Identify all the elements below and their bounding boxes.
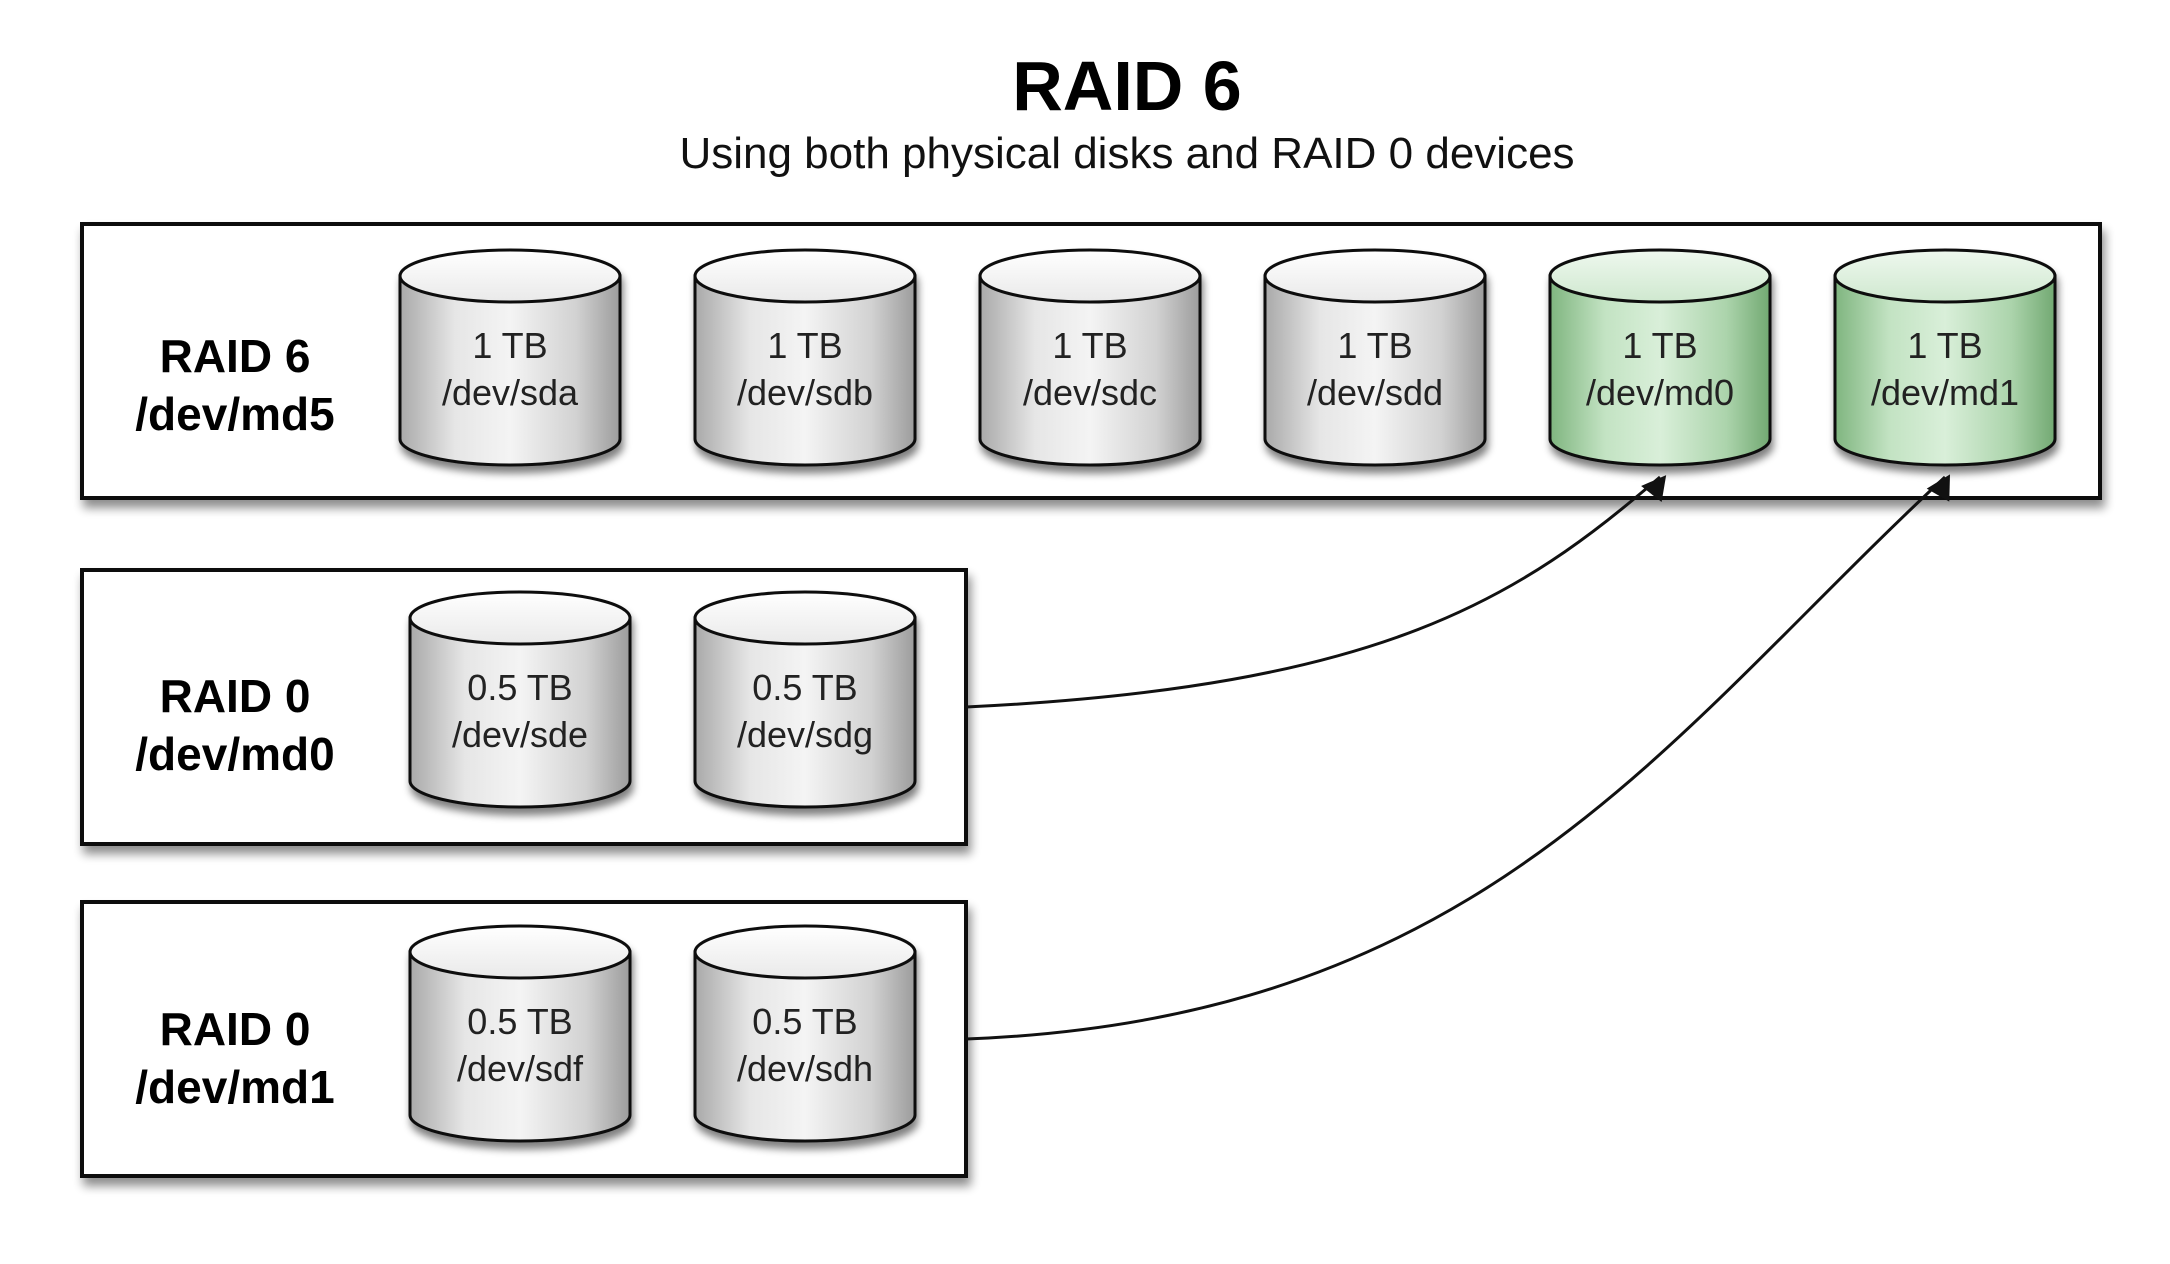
disk-md0: 1 TB/dev/md0 — [1548, 248, 1772, 467]
disk-body — [408, 616, 632, 809]
disk-sdh: 0.5 TB/dev/sdh — [693, 924, 917, 1143]
disk-top — [408, 924, 632, 980]
disk-sdd: 1 TB/dev/sdd — [1263, 248, 1487, 467]
disk-body — [1833, 274, 2057, 467]
disk-size-label: 0.5 TB — [467, 1001, 572, 1042]
disk-size-label: 0.5 TB — [752, 667, 857, 708]
raid6-group-label-level: RAID 6 — [160, 330, 311, 382]
disk-top — [1833, 248, 2057, 304]
disk-sde: 0.5 TB/dev/sde — [408, 590, 632, 809]
disk-top — [1548, 248, 1772, 304]
disk-top — [693, 924, 917, 980]
disk-size-label: 1 TB — [1052, 325, 1127, 366]
disk-device-label: /dev/md0 — [1586, 372, 1734, 413]
disk-size-label: 0.5 TB — [752, 1001, 857, 1042]
disk-md1: 1 TB/dev/md1 — [1833, 248, 2057, 467]
disk-body — [1548, 274, 1772, 467]
disk-size-label: 0.5 TB — [467, 667, 572, 708]
disk-sdg: 0.5 TB/dev/sdg — [693, 590, 917, 809]
diagram-title: RAID 6 — [1012, 47, 1241, 125]
disk-body — [408, 950, 632, 1143]
disk-size-label: 1 TB — [1907, 325, 1982, 366]
arrowhead-icon — [1926, 474, 1950, 502]
disk-body — [693, 274, 917, 467]
disk-body — [693, 616, 917, 809]
disk-body — [978, 274, 1202, 467]
raid0-md1-group-label-level: RAID 0 — [160, 1003, 311, 1055]
disk-device-label: /dev/sdf — [457, 1048, 584, 1089]
arrowhead-icon — [1641, 475, 1667, 503]
disk-device-label: /dev/sdg — [737, 714, 873, 755]
disk-size-label: 1 TB — [472, 325, 547, 366]
connector-arrow-2 — [965, 475, 1947, 1041]
disk-top — [693, 590, 917, 646]
disk-device-label: /dev/md1 — [1871, 372, 2019, 413]
disk-top — [408, 590, 632, 646]
disk-device-label: /dev/sdb — [737, 372, 873, 413]
disk-body — [693, 950, 917, 1143]
disk-device-label: /dev/sdh — [737, 1048, 873, 1089]
disk-body — [1263, 274, 1487, 467]
raid0-md0-group-label-level: RAID 0 — [160, 670, 311, 722]
disk-top — [1263, 248, 1487, 304]
disk-device-label: /dev/sda — [442, 372, 579, 413]
disk-body — [398, 274, 622, 467]
disk-top — [693, 248, 917, 304]
disk-sdb: 1 TB/dev/sdb — [693, 248, 917, 467]
disk-sda: 1 TB/dev/sda — [398, 248, 622, 467]
disk-top — [398, 248, 622, 304]
disk-size-label: 1 TB — [1337, 325, 1412, 366]
raid0-md0-group-label-device: /dev/md0 — [135, 728, 334, 780]
disk-size-label: 1 TB — [1622, 325, 1697, 366]
disk-size-label: 1 TB — [767, 325, 842, 366]
disk-device-label: /dev/sde — [452, 714, 588, 755]
raid6-group-label-device: /dev/md5 — [135, 388, 334, 440]
connector-arrow-1 — [965, 475, 1661, 709]
disk-device-label: /dev/sdc — [1023, 372, 1157, 413]
raid0-md1-group-label-device: /dev/md1 — [135, 1061, 334, 1113]
diagram-subtitle: Using both physical disks and RAID 0 dev… — [679, 129, 1574, 178]
disk-sdf: 0.5 TB/dev/sdf — [408, 924, 632, 1143]
disk-top — [978, 248, 1202, 304]
disk-device-label: /dev/sdd — [1307, 372, 1443, 413]
connectors — [965, 474, 1950, 1041]
disk-sdc: 1 TB/dev/sdc — [978, 248, 1202, 467]
